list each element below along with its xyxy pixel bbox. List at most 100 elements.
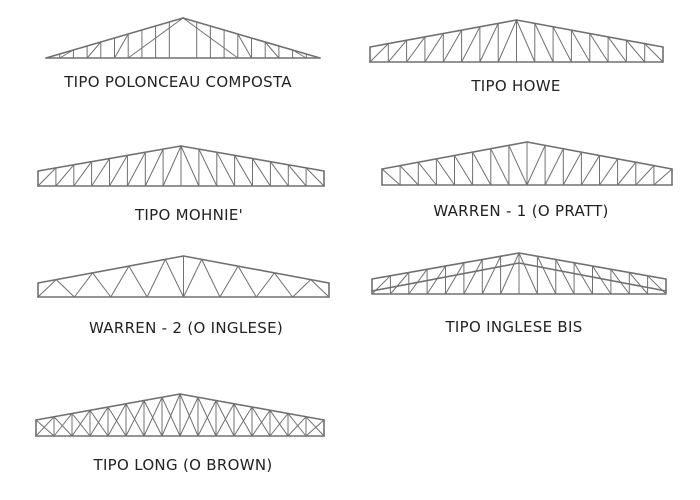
truss-howe: [369, 19, 664, 63]
truss-member: [197, 396, 217, 437]
truss-member: [161, 393, 181, 437]
truss-member: [292, 279, 312, 298]
truss-member: [143, 396, 163, 437]
truss-member: [144, 148, 164, 187]
truss-member: [389, 272, 410, 295]
truss-member: [526, 144, 546, 186]
truss-member: [183, 258, 203, 298]
caption-long: TIPO LONG (O BROWN): [93, 456, 273, 474]
truss-member: [251, 406, 271, 437]
truss-member: [146, 258, 166, 298]
truss-member: [71, 413, 91, 437]
truss-member: [89, 406, 109, 437]
truss-member: [644, 43, 664, 63]
truss-member: [182, 255, 330, 284]
truss-member: [201, 258, 221, 298]
truss-member: [580, 155, 600, 186]
truss-member: [37, 167, 57, 187]
truss-member: [490, 148, 510, 186]
truss-member: [653, 168, 673, 186]
truss-warren2: [37, 255, 330, 298]
truss-member: [562, 151, 582, 186]
truss-member: [234, 154, 253, 187]
truss-inglese-bis: [371, 252, 667, 295]
truss-member: [55, 164, 75, 187]
truss-member: [589, 33, 609, 63]
caption-mohnie: TIPO MOHNIE': [134, 206, 244, 224]
truss-member: [287, 413, 307, 437]
truss-member: [408, 268, 428, 295]
truss-member: [161, 396, 181, 437]
truss-member: [472, 151, 492, 186]
truss-warren1: [381, 141, 673, 186]
truss-member: [179, 396, 199, 437]
truss-member: [125, 403, 145, 437]
truss-member: [110, 265, 130, 298]
truss-member: [91, 158, 110, 187]
caption-inglese-bis: TIPO INGLESE BIS: [445, 318, 583, 336]
truss-member: [107, 406, 127, 437]
truss-member: [198, 148, 218, 187]
truss-long: [35, 393, 325, 437]
truss-member: [143, 400, 163, 437]
truss-member: [287, 416, 307, 437]
truss-member: [89, 409, 109, 437]
truss-member: [573, 262, 593, 295]
truss-member: [197, 400, 217, 437]
truss-member: [73, 272, 94, 298]
truss-member: [305, 416, 325, 437]
truss-member: [625, 39, 646, 63]
truss-member: [607, 36, 627, 63]
truss-member: [534, 22, 554, 63]
truss-member: [544, 148, 564, 186]
truss-member: [114, 33, 129, 59]
truss-member: [35, 419, 55, 437]
truss-member: [617, 161, 637, 186]
truss-member: [251, 409, 271, 437]
truss-member: [269, 413, 289, 437]
truss-member: [264, 41, 280, 59]
truss-member: [215, 403, 235, 437]
truss-member: [536, 255, 557, 295]
truss-member: [71, 409, 91, 437]
truss-member: [371, 275, 391, 295]
truss-member: [570, 29, 591, 63]
truss-member: [610, 268, 630, 295]
truss-member: [387, 39, 408, 63]
truss-member: [127, 17, 184, 59]
truss-member: [269, 409, 289, 437]
truss-member: [269, 161, 289, 187]
truss-member: [500, 252, 520, 295]
truss-member: [237, 265, 257, 298]
truss-member: [252, 158, 271, 187]
truss-member: [463, 259, 483, 295]
truss-member: [53, 416, 73, 437]
truss-member: [369, 43, 389, 63]
truss-member: [37, 255, 185, 284]
truss-member: [73, 161, 93, 187]
truss-member: [454, 155, 474, 186]
truss-member: [497, 19, 517, 63]
truss-member: [442, 29, 463, 63]
truss-member: [182, 17, 239, 59]
truss-member: [126, 151, 146, 187]
truss-member: [635, 165, 655, 186]
truss-member: [273, 272, 294, 298]
truss-member: [233, 403, 253, 437]
truss-member: [406, 36, 426, 63]
truss-member: [109, 154, 128, 187]
truss-member: [516, 19, 536, 63]
truss-member: [37, 279, 57, 298]
truss-member: [435, 158, 455, 186]
truss-member: [481, 255, 502, 295]
truss-member: [237, 33, 252, 59]
truss-member: [215, 400, 235, 437]
truss-member: [92, 272, 112, 298]
truss-member: [399, 165, 419, 186]
truss-member: [479, 22, 499, 63]
truss-member: [86, 41, 102, 59]
truss-member: [164, 258, 184, 298]
truss-member: [128, 265, 148, 298]
truss-polonceau: [45, 17, 321, 59]
truss-member: [508, 144, 528, 186]
